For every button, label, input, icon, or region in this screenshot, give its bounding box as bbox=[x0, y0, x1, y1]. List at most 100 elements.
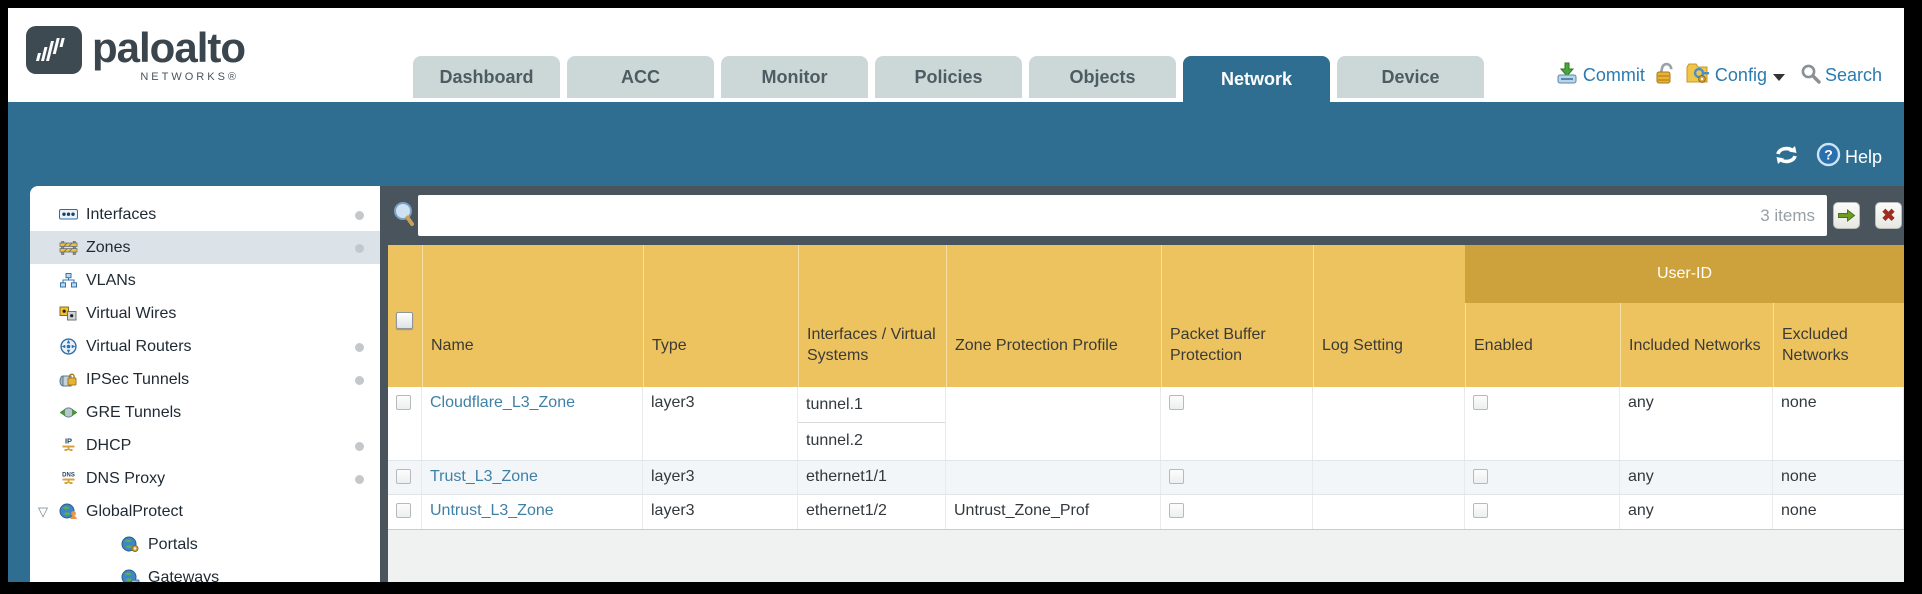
svg-text:IP: IP bbox=[64, 437, 71, 446]
packet-buffer-checkbox[interactable] bbox=[1169, 503, 1184, 518]
sidebar-item-globalprotect[interactable]: ▽ GlobalProtect bbox=[30, 495, 380, 528]
zone-type: layer3 bbox=[643, 461, 798, 494]
table-row[interactable]: Untrust_L3_Zone layer3 ethernet1/2 Untru… bbox=[388, 495, 1904, 530]
zone-type: layer3 bbox=[643, 495, 798, 529]
chevron-down-icon bbox=[1772, 74, 1785, 81]
status-dot bbox=[355, 244, 364, 253]
filter-bar: 3 items ✖ bbox=[388, 186, 1904, 245]
search-label: Search bbox=[1824, 65, 1882, 85]
paloalto-logo-icon bbox=[26, 26, 82, 74]
included-networks: any bbox=[1620, 461, 1773, 494]
column-log-setting[interactable]: Log Setting bbox=[1313, 245, 1465, 387]
sidebar-item-label: IPSec Tunnels bbox=[86, 370, 190, 388]
help-button[interactable]: ? Help bbox=[1816, 142, 1882, 172]
included-networks: any bbox=[1620, 495, 1773, 529]
paloalto-logo: paloalto NETWORKS® bbox=[26, 24, 246, 83]
clear-filter-button[interactable]: ✖ bbox=[1875, 202, 1902, 229]
user-id-group-header: User-ID bbox=[1465, 245, 1904, 303]
column-packet-buffer-protection[interactable]: Packet Buffer Protection bbox=[1161, 245, 1313, 387]
sidebar-item-gre-tunnels[interactable]: GRE Tunnels bbox=[30, 396, 380, 429]
search-icon bbox=[1800, 63, 1821, 89]
sidebar-item-zones[interactable]: Zones bbox=[30, 231, 380, 264]
ipsec-tunnels-icon bbox=[58, 371, 78, 388]
help-icon: ? bbox=[1816, 142, 1841, 172]
lock-icon[interactable] bbox=[1654, 62, 1676, 90]
packet-buffer-checkbox[interactable] bbox=[1169, 469, 1184, 484]
sidebar-divider bbox=[380, 186, 388, 582]
excluded-networks: none bbox=[1773, 387, 1904, 460]
column-enabled[interactable]: Enabled bbox=[1465, 245, 1620, 387]
sidebar-item-label: Virtual Routers bbox=[86, 337, 192, 355]
gre-tunnels-icon bbox=[58, 404, 78, 421]
zones-main-pane: 3 items ✖ Name Type Interfaces / Virtual… bbox=[388, 186, 1904, 582]
packet-buffer-checkbox[interactable] bbox=[1169, 395, 1184, 410]
tab-monitor[interactable]: Monitor bbox=[721, 56, 868, 98]
help-label: Help bbox=[1844, 146, 1882, 167]
row-checkbox[interactable] bbox=[396, 503, 411, 518]
tab-acc[interactable]: ACC bbox=[567, 56, 714, 98]
sidebar-item-gateways[interactable]: Gateways bbox=[30, 561, 380, 582]
zone-protection-profile bbox=[946, 461, 1161, 494]
config-icon bbox=[1685, 62, 1711, 90]
collapse-triangle-icon[interactable]: ▽ bbox=[38, 504, 48, 519]
sidebar-item-virtual-wires[interactable]: Virtual Wires bbox=[30, 297, 380, 330]
row-checkbox[interactable] bbox=[396, 469, 411, 484]
table-row[interactable]: Trust_L3_Zone layer3 ethernet1/1 any non… bbox=[388, 461, 1904, 495]
zone-name-link[interactable]: Untrust_L3_Zone bbox=[430, 502, 554, 519]
config-label: Config bbox=[1714, 65, 1767, 85]
tab-network[interactable]: Network bbox=[1183, 56, 1330, 102]
sidebar-item-interfaces[interactable]: Interfaces bbox=[30, 198, 380, 231]
refresh-icon[interactable] bbox=[1773, 144, 1800, 171]
log-setting bbox=[1313, 495, 1465, 529]
app-window: paloalto NETWORKS® Dashboard ACC Monitor… bbox=[8, 8, 1904, 582]
sidebar-item-vlans[interactable]: VLANs bbox=[30, 264, 380, 297]
row-checkbox[interactable] bbox=[396, 395, 411, 410]
brand-name: paloalto bbox=[92, 24, 246, 71]
zone-protection-profile: Untrust_Zone_Prof bbox=[946, 495, 1161, 529]
top-bar: paloalto NETWORKS® Dashboard ACC Monitor… bbox=[8, 8, 1904, 102]
filter-input[interactable]: 3 items bbox=[418, 195, 1827, 236]
content-area: Interfaces Zones VLANs bbox=[8, 186, 1904, 582]
teal-header-band: ? Help bbox=[8, 102, 1904, 186]
column-interfaces[interactable]: Interfaces / Virtual Systems bbox=[798, 245, 946, 387]
tab-dashboard[interactable]: Dashboard bbox=[413, 56, 560, 98]
table-row[interactable]: Cloudflare_L3_Zone layer3 tunnel.1 tunne… bbox=[388, 387, 1904, 461]
zone-name-link[interactable]: Cloudflare_L3_Zone bbox=[430, 394, 575, 411]
column-zone-protection-profile[interactable]: Zone Protection Profile bbox=[946, 245, 1161, 387]
top-action-bar: Commit Config bbox=[1555, 61, 1882, 90]
interface-value: tunnel.2 bbox=[806, 432, 863, 449]
user-id-enabled-checkbox[interactable] bbox=[1473, 503, 1488, 518]
sidebar-item-dhcp[interactable]: IP DHCP bbox=[30, 429, 380, 462]
commit-button[interactable]: Commit bbox=[1555, 61, 1645, 90]
column-excluded-networks[interactable]: Excluded Networks bbox=[1773, 245, 1904, 387]
tab-device[interactable]: Device bbox=[1337, 56, 1484, 98]
interface-value: tunnel.1 bbox=[798, 387, 945, 423]
tab-objects[interactable]: Objects bbox=[1029, 56, 1176, 98]
zone-interfaces: ethernet1/1 bbox=[798, 461, 946, 494]
column-included-networks[interactable]: Included Networks bbox=[1620, 245, 1773, 387]
user-id-enabled-checkbox[interactable] bbox=[1473, 469, 1488, 484]
zone-protection-profile bbox=[946, 387, 1161, 460]
sidebar-item-portals[interactable]: Portals bbox=[30, 528, 380, 561]
sidebar-item-virtual-routers[interactable]: Virtual Routers bbox=[30, 330, 380, 363]
zone-interfaces: ethernet1/2 bbox=[798, 495, 946, 529]
sidebar-item-label: VLANs bbox=[86, 271, 136, 289]
sidebar-item-ipsec-tunnels[interactable]: IPSec Tunnels bbox=[30, 363, 380, 396]
tab-policies[interactable]: Policies bbox=[875, 56, 1022, 98]
interfaces-icon bbox=[58, 206, 78, 223]
user-id-enabled-checkbox[interactable] bbox=[1473, 395, 1488, 410]
apply-filter-button[interactable] bbox=[1833, 202, 1860, 229]
zone-name-link[interactable]: Trust_L3_Zone bbox=[430, 468, 538, 485]
select-all-checkbox[interactable] bbox=[396, 311, 413, 329]
config-menu[interactable]: Config bbox=[1685, 62, 1791, 90]
search-button[interactable]: Search bbox=[1800, 63, 1882, 89]
sidebar-item-label: Gateways bbox=[148, 568, 220, 583]
sidebar-item-label: GlobalProtect bbox=[86, 502, 183, 520]
sidebar-item-label: DHCP bbox=[86, 436, 132, 454]
network-sidebar: Interfaces Zones VLANs bbox=[30, 186, 380, 582]
column-type[interactable]: Type bbox=[643, 245, 798, 387]
column-name[interactable]: Name bbox=[422, 245, 643, 387]
status-dot bbox=[355, 343, 364, 352]
dns-proxy-icon: DNS bbox=[58, 470, 78, 487]
sidebar-item-dns-proxy[interactable]: DNS DNS Proxy bbox=[30, 462, 380, 495]
